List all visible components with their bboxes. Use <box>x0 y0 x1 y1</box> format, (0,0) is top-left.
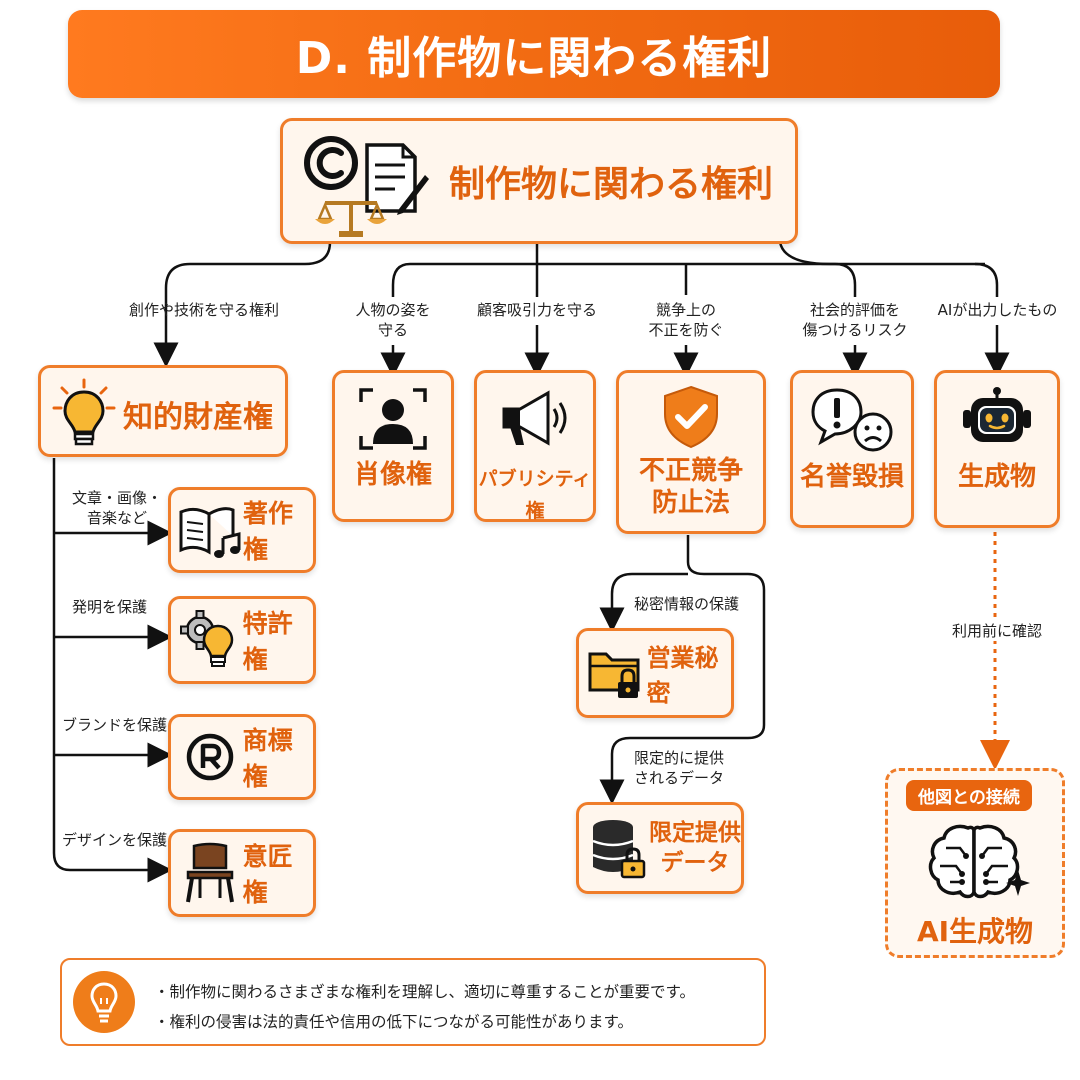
note-line-2: ・権利の侵害は法的責任や信用の低下につながる可能性があります。 <box>154 1013 633 1031</box>
copyright-scale-document-icon <box>299 131 429 239</box>
locked-database-icon <box>585 817 649 879</box>
ip-title: 知的財産権 <box>123 400 273 435</box>
page-title: D. 制作物に関わる権利 <box>68 10 1000 98</box>
trade-secret-title: 営業秘密 <box>646 644 719 707</box>
connector-ip-trunk <box>52 458 173 883</box>
unfair-competition-title: 不正競争 防止法 <box>638 456 743 518</box>
design-node: 意匠権 <box>168 829 316 917</box>
edge-label-generated: AIが出力したもの <box>937 301 1058 319</box>
limited-data-node: 限定提供 データ <box>576 802 744 894</box>
registered-mark-icon <box>177 732 243 782</box>
edge-label-trademark: ブランドを保護 <box>62 716 168 734</box>
edge-label-ip: 創作や技術を守る権利 <box>128 301 279 319</box>
publicity-title: パブリシティ権 <box>478 468 592 522</box>
edge-label-publicity: 顧客吸引力を守る <box>476 301 597 319</box>
copyright-node: 著作権 <box>168 487 316 573</box>
edge-label-unfair: 競争上の 不正を防ぐ <box>648 301 724 339</box>
connector-trade-secret <box>599 572 688 633</box>
shield-check-icon <box>661 385 721 449</box>
chair-icon <box>177 842 243 904</box>
root-title: 制作物に関わる権利 <box>449 164 774 205</box>
edge-label-check-before-use: 利用前に確認 <box>932 621 1062 641</box>
patent-title: 特許権 <box>242 609 293 674</box>
edge-label-defamation: 社会的評価を 傷つけるリスク <box>802 301 908 339</box>
connector-unfair-trunk <box>599 535 766 805</box>
connector-generated <box>974 262 999 297</box>
design-title: 意匠権 <box>242 842 293 907</box>
portrait-node: 肖像権 <box>332 370 454 522</box>
exclamation-sad-face-icon <box>809 387 895 452</box>
publicity-node: パブリシティ権 <box>474 370 596 522</box>
trade-secret-node: 営業秘密 <box>576 628 734 718</box>
trademark-title: 商標権 <box>242 726 293 791</box>
cross-diagram-chip: 他図との接続 <box>906 780 1032 811</box>
defamation-title: 名誉毀損 <box>799 462 904 492</box>
connector-root-ip <box>153 241 332 368</box>
brain-sparkle-icon <box>922 818 1032 902</box>
gear-bulb-icon <box>177 610 243 670</box>
generated-title: 生成物 <box>957 462 1036 492</box>
edge-label-patent: 発明を保護 <box>72 598 148 616</box>
lightbulb-icon <box>72 970 136 1034</box>
ip-node: 知的財産権 <box>38 365 288 457</box>
trademark-node: 商標権 <box>168 714 316 800</box>
person-frame-icon <box>357 387 429 451</box>
copyright-title: 著作権 <box>243 499 294 564</box>
edge-label-portrait: 人物の姿を 守る <box>355 301 431 339</box>
edge-label-design: デザインを保護 <box>62 831 168 849</box>
edge-label-limited-data: 限定的に提供 されるデータ <box>634 749 725 787</box>
connector-portrait <box>391 262 411 297</box>
unfair-competition-node: 不正競争 防止法 <box>616 370 766 534</box>
limited-data-title: 限定提供 データ <box>649 820 741 876</box>
robot-icon <box>959 387 1035 451</box>
defamation-node: 名誉毀損 <box>790 370 914 528</box>
megaphone-icon <box>496 387 574 451</box>
locked-folder-icon <box>585 644 647 702</box>
edge-label-trade-secret: 秘密情報の保護 <box>634 595 740 613</box>
note-line-1: ・制作物に関わるさまざまな権利を理解し、適切に尊重することが重要です。 <box>154 983 695 1001</box>
lightbulb-icon <box>49 376 119 450</box>
ai-generated-title: AI生成物 <box>916 915 1034 948</box>
note-panel: ・制作物に関わるさまざまな権利を理解し、適切に尊重することが重要です。 ・権利の… <box>60 958 766 1046</box>
generated-node: 生成物 <box>934 370 1060 528</box>
root-node: 制作物に関わる権利 <box>280 118 798 244</box>
patent-node: 特許権 <box>168 596 316 684</box>
book-music-icon <box>177 502 243 558</box>
edge-label-copyright: 文章・画像・ 音楽など <box>72 489 163 527</box>
portrait-title: 肖像権 <box>353 460 432 490</box>
connector-defamation <box>778 241 857 297</box>
